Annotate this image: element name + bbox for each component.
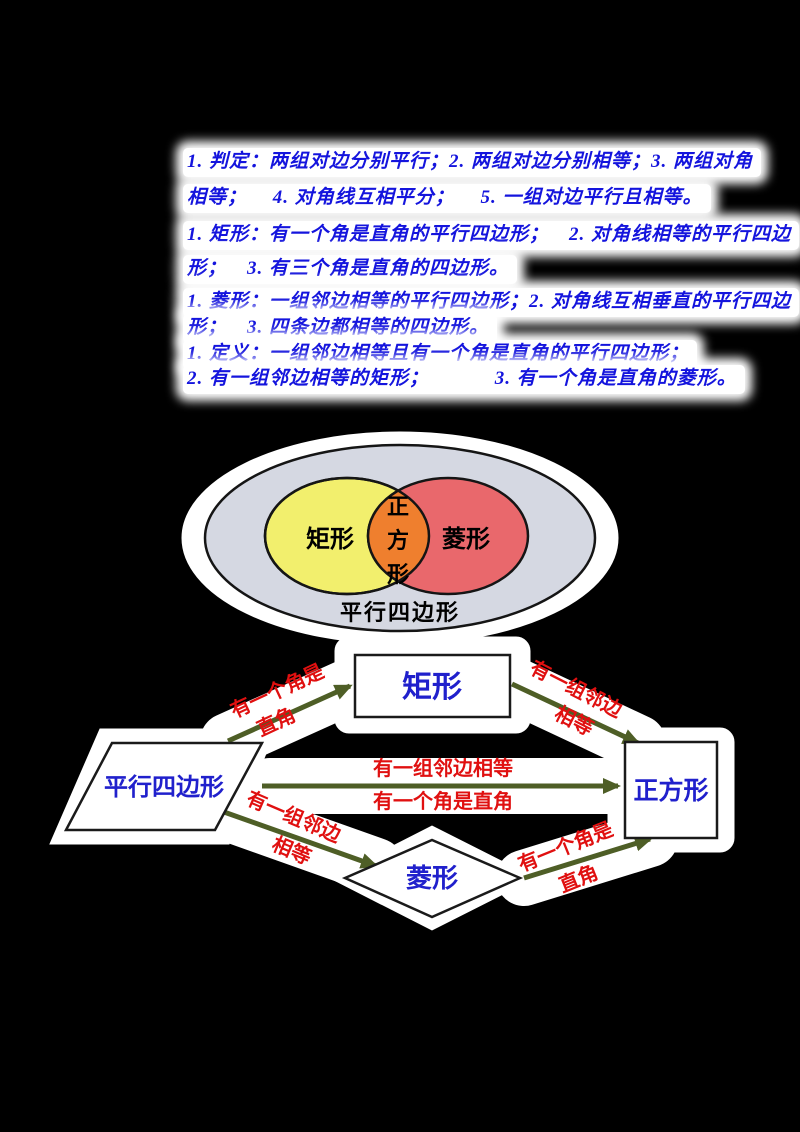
- venn-intersection: [366, 478, 429, 594]
- flow-arrows: [223, 681, 653, 881]
- svg-text:正: 正: [387, 494, 409, 519]
- svg-text:形: 形: [387, 562, 409, 587]
- notes-line: 相等； 4. 对角线互相平分； 5. 一组对边平行且相等。: [183, 184, 711, 213]
- node-rectangle-label: 矩形: [402, 671, 462, 704]
- notes-line: 1. 矩形：有一个角是直角的平行四边形； 2. 对角线相等的平行四边: [183, 221, 800, 250]
- node-rhombus-label: 菱形: [406, 864, 458, 893]
- venn-square-label: 正 方 形: [387, 494, 409, 587]
- venn-rectangle-label: 矩形: [306, 526, 354, 553]
- node-square-label: 正方形: [633, 776, 708, 805]
- svg-text:有一组邻边相等: 有一组邻边相等: [373, 756, 513, 780]
- notes-line: 形； 3. 四条边都相等的四边形。: [183, 314, 498, 343]
- node-parallelogram-shape: [63, 741, 265, 832]
- notes-line: 1. 定义：一组邻边相等且有一个角是直角的平行四边形；: [183, 340, 698, 369]
- notes-line: 形； 3. 有三个角是直角的四边形。: [183, 255, 518, 284]
- arrow-parallelogram-to-rectangle: [226, 683, 353, 744]
- notes-line: 1. 判定：两组对边分别平行；2. 两组对边分别相等；3. 两组对角: [183, 148, 762, 177]
- node-square-box: [623, 740, 719, 840]
- arrow-rectangle-to-square: [510, 681, 641, 746]
- venn-left-outline: [263, 476, 431, 596]
- notes-line: 2. 有一组邻边相等的矩形； 3. 有一个角是直角的菱形。: [183, 365, 745, 394]
- node-rhombus-shape: [341, 838, 524, 919]
- notes-line: 1. 菱形：一组邻边相等的平行四边形；2. 对角线互相垂直的平行四边: [183, 288, 800, 317]
- arrow-parallelogram-to-rhombus: [223, 809, 379, 869]
- node-parallelogram-label: 平行四边形: [104, 773, 224, 801]
- svg-text:有一个角是直角: 有一个角是直角: [373, 789, 513, 813]
- edge-label-parallelogram-square: 有一组邻边相等 有一个角是直角: [373, 756, 513, 813]
- shape-relationship-diagram: 矩形 平行四边形 正方形 菱形 有一个角是 直角 有一组邻边 相等 有一组邻边相…: [49, 636, 735, 931]
- venn-rhombus-label: 菱形: [442, 526, 490, 553]
- venn-parallelogram-label: 平行四边形: [340, 600, 460, 625]
- venn-diagram: 矩形 菱形 正 方 形 平行四边形: [181, 431, 619, 645]
- svg-text:方: 方: [387, 528, 409, 553]
- node-rectangle-box: [353, 653, 512, 719]
- arrow-rhombus-to-square: [523, 835, 653, 881]
